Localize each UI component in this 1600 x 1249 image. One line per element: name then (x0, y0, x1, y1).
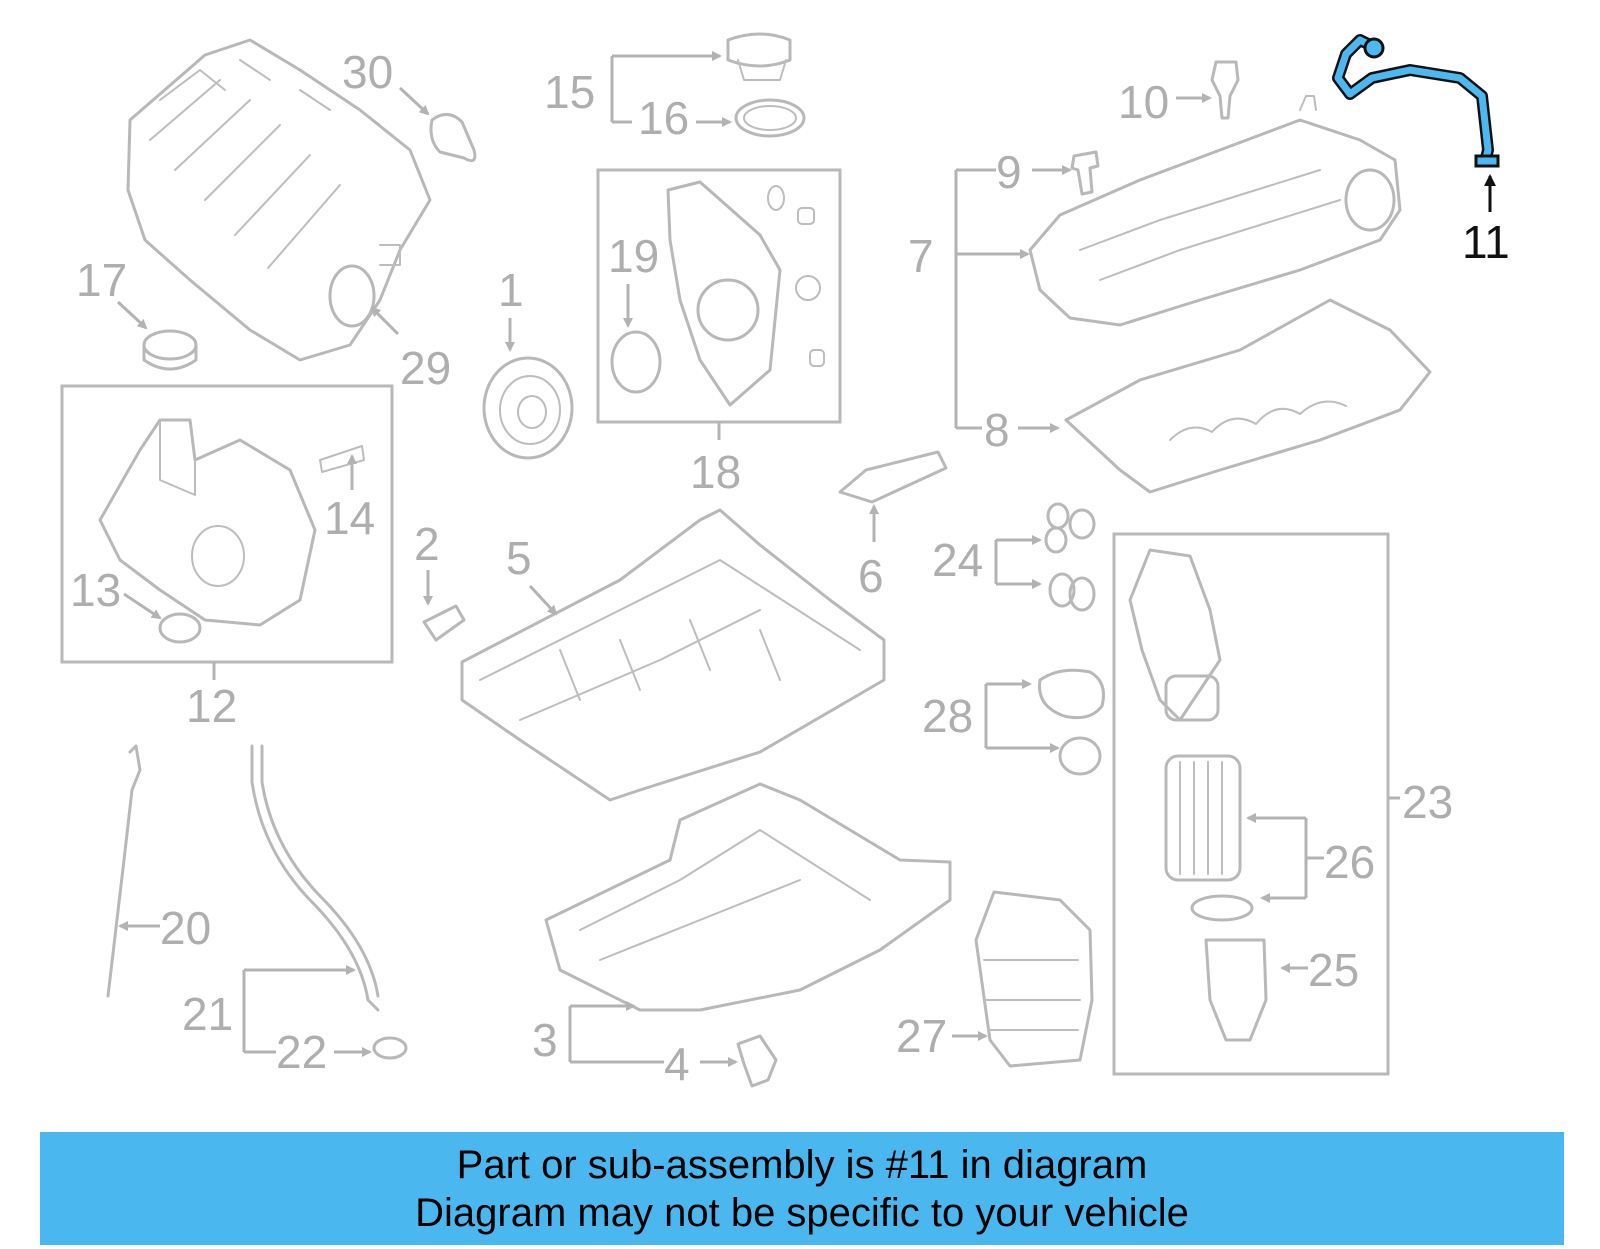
intake-gasket-part (429, 113, 477, 163)
callout-7-label: 7 (908, 230, 934, 282)
callout-18-label: 18 (690, 446, 741, 498)
callout-27: 27 (896, 1010, 988, 1062)
callout-21-label: 21 (182, 988, 233, 1040)
bolt-part (422, 604, 466, 642)
oil-cooler-part (974, 890, 1094, 1068)
callout-26-label: 26 (1324, 836, 1375, 888)
callout-17: 17 (76, 254, 148, 330)
oil-pan-part (544, 782, 952, 1012)
callout-5-label: 5 (506, 532, 532, 584)
callout-21-22: 21 22 (182, 970, 372, 1078)
lower-block-part (460, 508, 886, 802)
dipstick-part (106, 744, 142, 998)
seal-ring-part (142, 329, 198, 371)
callout-30: 30 (342, 46, 430, 116)
sensor-part (1210, 60, 1240, 120)
callout-19-label: 19 (608, 230, 659, 282)
dipstick-tube-part (250, 744, 408, 1060)
valve-cover-part (1028, 95, 1402, 327)
banner-line-2: Diagram may not be specific to your vehi… (415, 1190, 1189, 1235)
callout-30-label: 30 (342, 46, 393, 98)
valve-cover-gasket-part (1064, 298, 1432, 494)
callout-6: 6 (858, 504, 884, 602)
callout-24-label: 24 (932, 534, 983, 586)
filter-housing-part (1128, 548, 1268, 1042)
callout-13-label: 13 (70, 564, 121, 616)
banner-line-1: Part or sub-assembly is #11 in diagram (456, 1142, 1148, 1187)
callout-18-19: 19 18 (608, 230, 741, 498)
callout-27-label: 27 (896, 1010, 947, 1062)
callout-17-label: 17 (76, 254, 127, 306)
intake-manifold-part (126, 38, 432, 362)
callout-29-label: 29 (400, 342, 451, 394)
callout-22-label: 22 (276, 1026, 327, 1078)
callout-10-label: 10 (1118, 76, 1169, 128)
callout-3-label: 3 (532, 1014, 558, 1066)
pcv-hose-part (1332, 34, 1500, 168)
callout-20: 20 (118, 902, 211, 954)
callout-11-label: 11 (1462, 216, 1510, 268)
cover-bolt-part (1070, 150, 1100, 196)
gaskets-28-part (1038, 668, 1105, 776)
callout-16-label: 16 (638, 92, 689, 144)
callout-28-label: 28 (922, 690, 973, 742)
callout-8-label: 8 (984, 404, 1010, 456)
callout-15-16: 15 16 (544, 56, 732, 144)
callout-24: 24 (932, 534, 1040, 586)
orings-24-part (1044, 502, 1096, 612)
callout-23-25-26: 23 26 25 (1246, 776, 1453, 996)
callout-11[interactable]: 11 (1462, 174, 1510, 268)
callout-2-label: 2 (414, 518, 440, 570)
callout-1: 1 (498, 264, 524, 352)
oil-cap-part (726, 32, 806, 138)
callout-5: 5 (506, 532, 558, 616)
callout-4-label: 4 (664, 1038, 690, 1090)
callout-25-label: 25 (1308, 944, 1359, 996)
info-banner: Part or sub-assembly is #11 in diagram D… (40, 1132, 1564, 1245)
callout-6-label: 6 (858, 550, 884, 602)
sealant-tube-part (838, 450, 948, 504)
callout-9-label: 9 (996, 146, 1022, 198)
drain-plug-part (736, 1034, 778, 1088)
callout-10: 10 (1118, 76, 1212, 128)
callout-12-13-14: 14 13 12 (70, 454, 375, 732)
callout-28: 28 (922, 679, 1058, 748)
callout-12-label: 12 (186, 680, 237, 732)
callout-2: 2 (414, 518, 440, 606)
callout-15-label: 15 (544, 66, 595, 118)
callout-1-label: 1 (498, 264, 524, 316)
callout-14-label: 14 (324, 492, 375, 544)
callout-7-8-9: 9 7 8 (908, 146, 1072, 456)
callout-3-4: 3 4 (532, 1001, 738, 1090)
callout-20-label: 20 (160, 902, 211, 954)
front-cover-box (60, 384, 394, 664)
callout-29: 29 (370, 306, 451, 394)
callout-23-label: 23 (1402, 776, 1453, 828)
pulley-part (482, 356, 574, 460)
timing-cover-part (610, 180, 825, 407)
filter-housing-box (1112, 532, 1390, 1076)
front-cover-part (98, 418, 365, 644)
